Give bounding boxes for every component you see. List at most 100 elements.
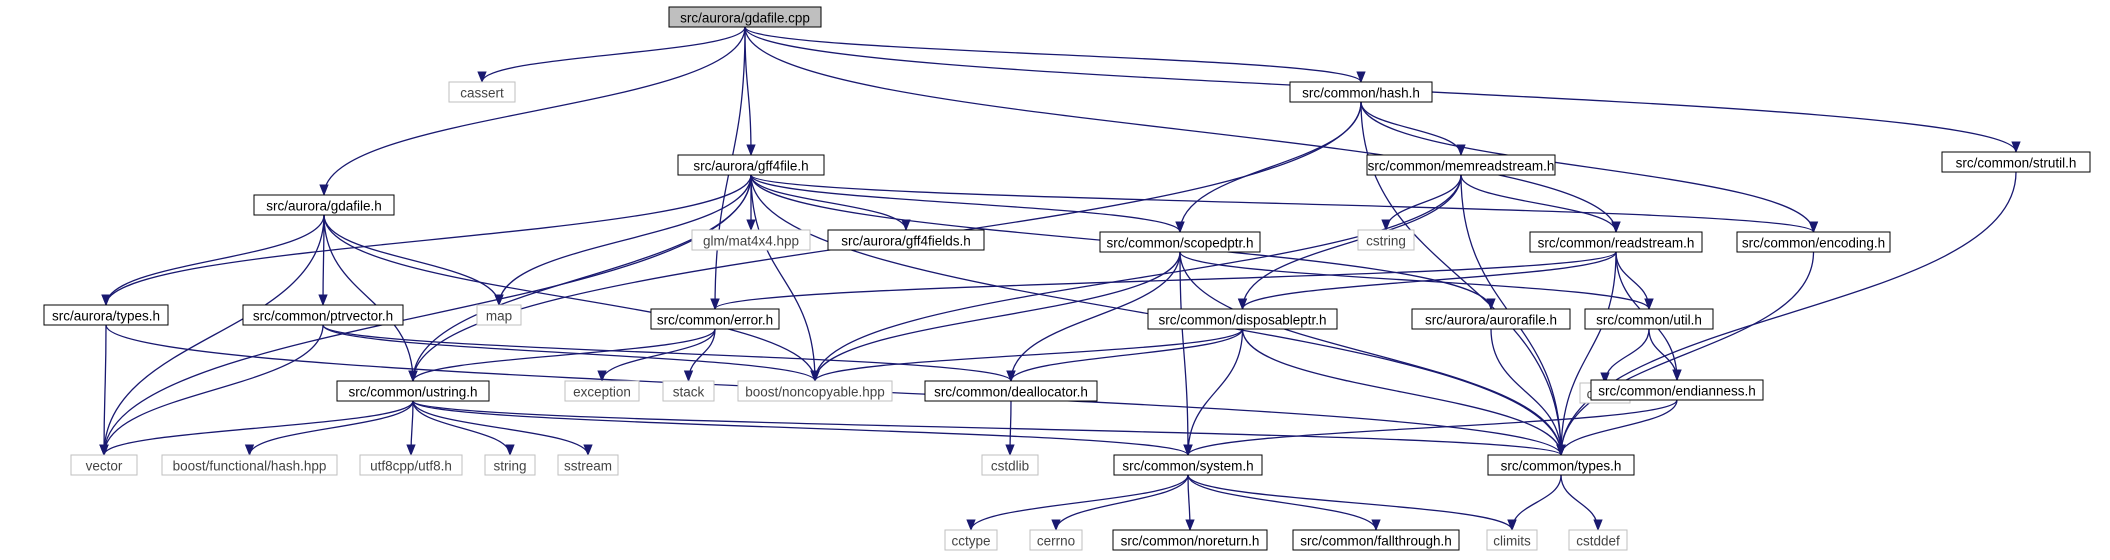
node-fallthrough-h[interactable]: src/common/fallthrough.h <box>1292 529 1460 551</box>
node-box <box>1289 81 1433 103</box>
node-memreadstream-h[interactable]: src/common/memreadstream.h <box>1366 154 1556 176</box>
node-common-types-h[interactable]: src/common/types.h <box>1487 454 1635 476</box>
node-cstddef: cstddef <box>1568 529 1628 551</box>
node-label: src/aurora/gff4fields.h <box>841 234 971 249</box>
node-label: src/common/disposableptr.h <box>1158 313 1326 328</box>
node-label: string <box>493 459 526 474</box>
node-label: src/common/memreadstream.h <box>1368 159 1555 174</box>
edge-gff4file_h-to-encoding_h <box>750 174 1818 234</box>
node-aurorafile-h[interactable]: src/aurora/aurorafile.h <box>1411 308 1571 330</box>
node-noncopyable: boost/noncopyable.hpp <box>737 380 893 402</box>
node-box <box>827 229 985 251</box>
node-box <box>557 454 619 476</box>
node-label: sstream <box>564 459 612 474</box>
node-readstream-h[interactable]: src/common/readstream.h <box>1529 231 1703 253</box>
node-gdafile-h[interactable]: src/aurora/gdafile.h <box>253 194 395 216</box>
node-label: src/aurora/gdafile.h <box>266 199 382 214</box>
node-label: cstdlib <box>991 459 1029 474</box>
node-error-h[interactable]: src/common/error.h <box>650 308 780 330</box>
edge-aurorafile_h-to-common_types_h <box>1490 328 1566 457</box>
node-label: src/common/hash.h <box>1302 86 1420 101</box>
node-ustring-h[interactable]: src/common/ustring.h <box>336 380 490 402</box>
edge-ustring_h-to-boost_hash <box>244 400 414 457</box>
edge-disposableptr_h-to-noncopyable <box>810 328 1244 383</box>
edge-util_h-to-endianness_h <box>1648 328 1682 382</box>
edge-scopedptr_h-to-deallocator_h <box>1006 251 1181 383</box>
edge-endianness_h-to-system_h <box>1183 399 1678 457</box>
edge-ustring_h-to-common_types_h <box>412 400 1566 457</box>
node-label: src/common/endianness.h <box>1598 384 1756 399</box>
node-strutil-h[interactable]: src/common/strutil.h <box>1941 151 2091 173</box>
edge-memreadstream_h-to-disposableptr_h <box>1237 174 1462 311</box>
edge-ustring_h-to-string <box>412 400 515 457</box>
node-hash-h[interactable]: src/common/hash.h <box>1289 81 1433 103</box>
node-string: string <box>484 454 536 476</box>
node-box <box>448 81 516 103</box>
node-ptrvector-h[interactable]: src/common/ptrvector.h <box>242 304 404 326</box>
node-noreturn-h[interactable]: src/common/noreturn.h <box>1112 529 1268 551</box>
node-boost-hash: boost/functional/hash.hpp <box>161 454 338 476</box>
edge-system_h-to-cctype <box>966 474 1189 532</box>
edge-scopedptr_h-to-system_h <box>1179 251 1193 457</box>
edge-disposableptr_h-to-system_h <box>1183 328 1244 457</box>
node-cerrno: cerrno <box>1029 529 1083 551</box>
node-label: src/aurora/gff4file.h <box>693 159 808 174</box>
node-disposableptr-h[interactable]: src/common/disposableptr.h <box>1147 308 1338 330</box>
node-util-h[interactable]: src/common/util.h <box>1584 308 1714 330</box>
node-label: cstring <box>1366 234 1406 249</box>
edge-disposableptr_h-to-common_types_h <box>1241 328 1566 457</box>
edge-memreadstream_h-to-cstring <box>1381 174 1462 232</box>
node-label: src/common/strutil.h <box>1956 156 2077 171</box>
edge-system_h-to-fallthrough_h <box>1187 474 1381 532</box>
node-gff4fields-h[interactable]: src/aurora/gff4fields.h <box>827 229 985 251</box>
node-label: utf8cpp/utf8.h <box>370 459 452 474</box>
node-scopedptr-h[interactable]: src/common/scopedptr.h <box>1099 231 1261 253</box>
node-label: src/common/system.h <box>1122 459 1253 474</box>
node-box <box>1113 454 1263 476</box>
node-deallocator-h[interactable]: src/common/deallocator.h <box>924 380 1098 402</box>
node-system-h[interactable]: src/common/system.h <box>1113 454 1263 476</box>
node-label: src/common/noreturn.h <box>1121 534 1260 549</box>
node-box <box>1112 529 1268 551</box>
edge-encoding_h-to-common_types_h <box>1556 251 1815 457</box>
edge-gff4file_h-to-gff4fields_h <box>750 174 911 232</box>
node-box <box>1099 231 1261 253</box>
edge-gdafile_cpp-to-hash_h <box>744 26 1366 84</box>
node-box <box>1584 308 1714 330</box>
node-label: src/common/readstream.h <box>1538 236 1695 251</box>
edge-gdafile_h-to-ptrvector_h <box>318 214 328 307</box>
node-label: src/common/types.h <box>1501 459 1622 474</box>
edge-common_types_h-to-climits <box>1507 474 1562 532</box>
node-box <box>668 6 822 28</box>
node-label: src/common/ustring.h <box>348 385 477 400</box>
edge-gdafile_h-to-vector <box>99 214 325 457</box>
node-box <box>1568 529 1628 551</box>
node-box <box>564 380 640 402</box>
edge-deallocator_h-to-cstdlib <box>1005 400 1015 457</box>
node-aurora-types-h[interactable]: src/aurora/types.h <box>43 304 169 326</box>
node-glm-mat4x4: glm/mat4x4.hpp <box>691 229 811 251</box>
edge-ustring_h-to-utf8_h <box>406 400 416 457</box>
node-label: src/aurora/gdafile.cpp <box>680 11 810 26</box>
node-label: src/common/util.h <box>1596 313 1702 328</box>
node-label: boost/noncopyable.hpp <box>745 385 885 400</box>
node-label: stack <box>673 385 705 400</box>
edge-hash_h-to-encoding_h <box>1360 101 1819 234</box>
node-gff4file-h[interactable]: src/aurora/gff4file.h <box>677 154 825 176</box>
edge-readstream_h-to-disposableptr_h <box>1237 251 1617 311</box>
node-encoding-h[interactable]: src/common/encoding.h <box>1736 231 1891 253</box>
node-climits: climits <box>1486 529 1538 551</box>
node-box <box>662 380 715 402</box>
node-box <box>1147 308 1338 330</box>
edge-scopedptr_h-to-util_h <box>1179 251 1654 311</box>
node-label: glm/mat4x4.hpp <box>703 234 799 249</box>
node-exception: exception <box>564 380 640 402</box>
node-endianness-h[interactable]: src/common/endianness.h <box>1590 379 1764 401</box>
edge-ustring_h-to-sstream <box>412 400 593 457</box>
node-label: src/common/deallocator.h <box>934 385 1088 400</box>
node-label: src/common/scopedptr.h <box>1106 236 1253 251</box>
node-gdafile-cpp[interactable]: src/aurora/gdafile.cpp <box>668 6 822 28</box>
edge-endianness_h-to-common_types_h <box>1556 399 1678 457</box>
node-label: src/common/encoding.h <box>1742 236 1885 251</box>
